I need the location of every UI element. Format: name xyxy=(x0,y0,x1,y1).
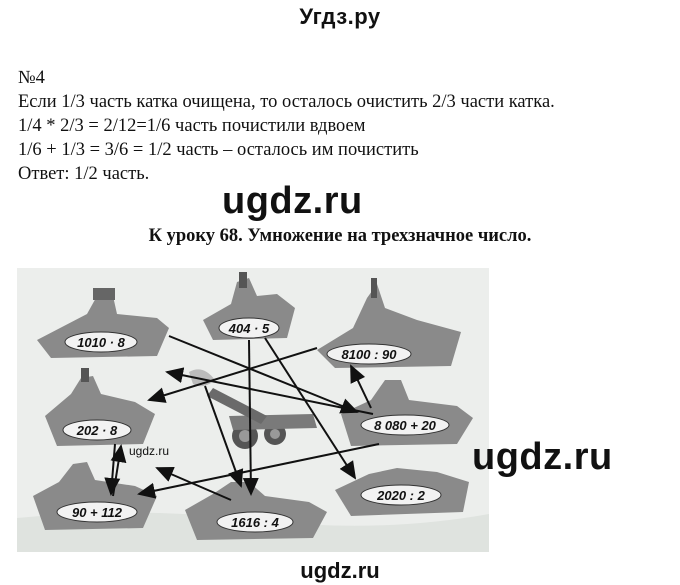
solution-text: №4 Если 1/3 часть катка очищена, то оста… xyxy=(18,66,555,186)
ship-404x5: 404 · 5 xyxy=(203,272,295,340)
solution-line-1: Если 1/3 часть катка очищена, то осталос… xyxy=(18,92,555,112)
ship-90plus112: 90 + 112 xyxy=(33,462,157,530)
svg-text:1010 · 8: 1010 · 8 xyxy=(77,335,125,350)
figure-watermark: ugdz.ru xyxy=(129,444,170,458)
ship-8080plus20: 8 080 + 20 xyxy=(341,380,473,446)
ships-illustration: 1010 · 8 404 · 5 8100 : 90 202 · 8 xyxy=(17,268,489,552)
ship-8100div90: 8100 : 90 xyxy=(317,278,461,368)
svg-text:202 · 8: 202 · 8 xyxy=(76,423,118,438)
svg-text:1616 : 4: 1616 : 4 xyxy=(231,515,279,530)
site-title: Угдз.ру xyxy=(299,4,381,29)
svg-text:8100 : 90: 8100 : 90 xyxy=(342,347,398,362)
svg-text:8 080 + 20: 8 080 + 20 xyxy=(374,418,437,433)
svg-text:90 + 112: 90 + 112 xyxy=(72,505,123,520)
watermark-text: ugdz.ru xyxy=(222,180,363,222)
solution-line-2: 1/4 * 2/3 = 2/12=1/6 часть почистили вдв… xyxy=(18,116,366,136)
ship-202x8: 202 · 8 xyxy=(45,368,155,446)
problem-number: №4 xyxy=(18,68,45,88)
answer-line: Ответ: 1/2 часть. xyxy=(18,164,150,184)
ship-2020div2: 2020 : 2 xyxy=(335,468,469,516)
watermark-text-right: ugdz.ru xyxy=(472,436,613,478)
footer-watermark: ugdz.ru xyxy=(300,558,380,583)
ships-svg: 1010 · 8 404 · 5 8100 : 90 202 · 8 xyxy=(17,268,489,552)
svg-text:404 · 5: 404 · 5 xyxy=(228,321,270,336)
svg-text:2020 : 2: 2020 : 2 xyxy=(376,488,425,503)
ship-1010x8: 1010 · 8 xyxy=(37,288,169,358)
solution-line-3: 1/6 + 1/3 = 3/6 = 1/2 часть – осталось и… xyxy=(18,140,419,160)
lesson-heading: К уроку 68. Умножение на трехзначное чис… xyxy=(148,226,532,246)
match-arrows xyxy=(104,335,380,501)
